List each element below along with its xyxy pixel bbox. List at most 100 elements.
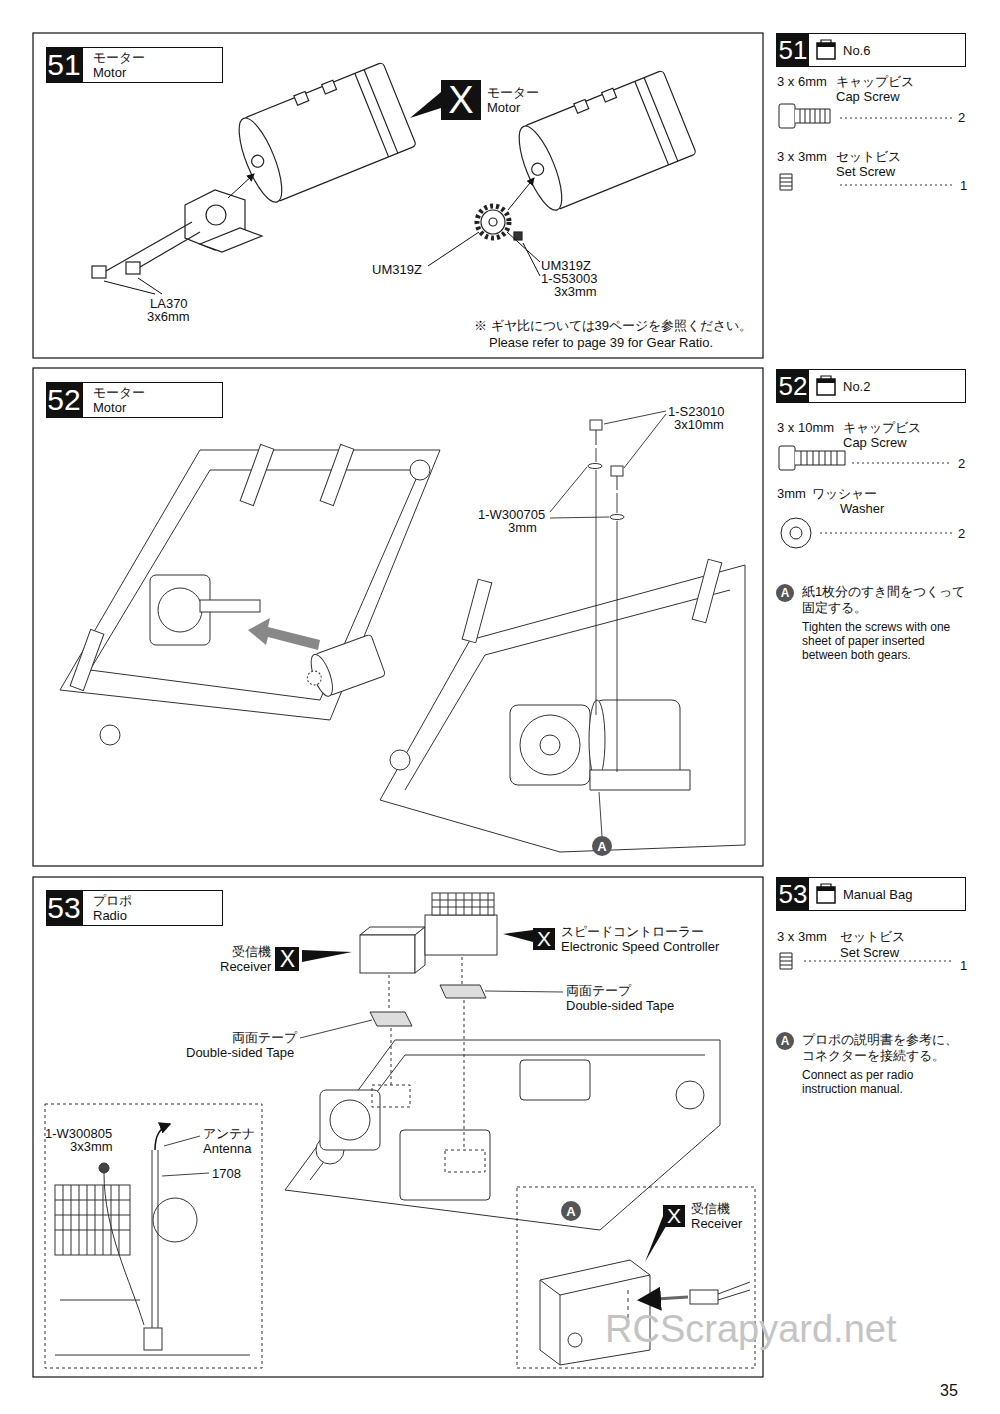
marker-letter: A [597,840,606,853]
marker-letter: A [566,1205,575,1218]
part-label: Cap Screw [836,89,900,104]
not-included-tag: XモーターMotor [441,80,539,120]
x-caption-line: Receiver [691,1216,742,1231]
part-label: Please refer to page 39 for Gear Ratio. [489,335,713,350]
watermark: RCScrapyard.net [605,1306,896,1352]
part-label: セットビス [836,149,901,164]
x-caption-line: スピードコントローラー [561,924,719,939]
part-label: 3 x 3mm [777,929,827,944]
x-mark: X [533,928,555,950]
x-caption: スピードコントローラーElectronic Speed Controller [561,924,719,954]
part-label: LA370 [150,296,188,311]
part-label: キャップビス [843,420,921,435]
part-label: 1 [960,178,967,193]
part-label: 3x6mm [147,309,190,324]
part-label: 2 [958,110,965,125]
x-caption-line: Receiver [220,959,271,974]
step-title: Radio [93,908,212,923]
x-caption-line: Electronic Speed Controller [561,939,719,954]
not-included-tag: X受信機Receiver [220,944,299,974]
page-number: 35 [940,1381,958,1400]
part-label: ※ ギヤ比については39ページを参照ください。 [474,318,752,333]
part-label: 両面テープ [232,1030,297,1045]
part-label: Connect as per radio instruction manual. [802,1068,967,1096]
x-mark: X [275,947,299,971]
part-label: 1-S23010 [668,404,724,419]
step-header: 52モーターMotor [46,382,223,418]
part-label: Double-sided Tape [186,1045,294,1060]
step-number: 51 [46,47,82,83]
step-title: モーター [93,385,212,400]
note-marker: A [561,1201,581,1221]
part-label: 3mm [777,486,806,501]
part-label: セットビス [840,929,905,944]
part-label: UM319Z [372,262,422,277]
part-label: キャップビス [836,74,914,89]
part-label: Tighten the screws with one sheet of pap… [802,620,967,662]
x-caption-line: モーター [487,85,539,100]
part-label: Washer [840,501,884,516]
not-included-tag: X スピードコントローラーElectronic Speed Controller [533,924,719,954]
x-caption: 受信機Receiver [691,1201,742,1231]
step-number: 52 [777,370,809,402]
bag-icon [815,375,837,397]
bag-name: No.2 [843,379,870,394]
part-label: 3x10mm [674,417,724,432]
step-title-box: モーターMotor [82,47,223,83]
marker-letter: A [781,587,790,599]
marker-letter: A [781,1035,790,1047]
part-label: Antenna [203,1141,251,1156]
step-title: プロポ [93,893,212,908]
bag-icon [815,883,837,905]
part-label: Cap Screw [843,435,907,450]
step-header: 51モーターMotor [46,47,223,83]
x-caption: モーターMotor [487,85,539,115]
part-label: 1-W300805 [45,1126,112,1141]
step-title: モーター [93,50,212,65]
x-caption-line: 受信機 [691,1201,742,1216]
part-label: ワッシャー [812,486,877,501]
note-marker: A [592,836,612,856]
part-label: 3 x 3mm [777,149,827,164]
step-header: 53プロポRadio [46,890,223,926]
part-label: 1 [960,958,967,973]
part-label: 両面テープ [566,983,631,998]
part-label: 1708 [212,1166,241,1181]
bag-name: Manual Bag [843,887,912,902]
part-label: UM319Z [541,258,591,273]
parts-bag-header: 51 No.6 [776,33,966,67]
x-mark: X [441,80,481,120]
part-label: Double-sided Tape [566,998,674,1013]
part-label: 3x3mm [70,1139,113,1154]
part-label: Set Screw [836,164,895,179]
part-label: 紙1枚分のすき間をつくって固定する。 [802,584,967,616]
step-number: 53 [46,890,82,926]
parts-bag-header: 52 No.2 [776,369,966,403]
note-marker: A [776,1032,794,1050]
step-number: 51 [777,34,809,66]
part-label: Set Screw [840,945,899,960]
step-title: Motor [93,65,212,80]
step-title-box: プロポRadio [82,890,223,926]
x-caption-line: Motor [487,100,539,115]
step-title: Motor [93,400,212,415]
x-caption-line: 受信機 [220,944,271,959]
parts-bag-header: 53 Manual Bag [776,877,966,911]
part-label: 2 [958,526,965,541]
part-label: 3 x 10mm [777,420,834,435]
part-label: プロポの説明書を参考に、コネクターを接続する。 [802,1032,967,1064]
x-mark: X [663,1205,685,1227]
note-marker: A [776,584,794,602]
step-number: 53 [777,878,809,910]
part-label: アンテナ [203,1126,255,1141]
part-label: 3x3mm [554,284,597,299]
x-caption: 受信機Receiver [220,944,271,974]
part-label: 2 [958,456,965,471]
part-label: 1-W300705 [478,507,545,522]
bag-name: No.6 [843,43,870,58]
bag-icon [815,39,837,61]
part-label: 1-S53003 [541,271,597,286]
part-label: 3 x 6mm [777,74,827,89]
